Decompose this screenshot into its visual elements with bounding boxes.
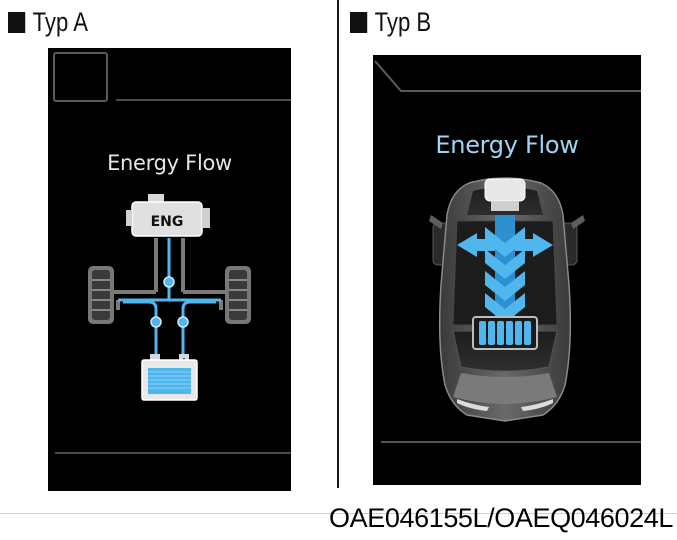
screen-a-graphics: ENG − + [53, 52, 291, 454]
screen-b-title: Energy Flow [435, 131, 579, 159]
engine-icon: ENG [126, 194, 210, 237]
typ-a-label-text: Typ A [32, 6, 88, 37]
top-left-box [53, 52, 108, 102]
battery-icon [472, 316, 538, 350]
square-bullet-icon [8, 11, 26, 33]
engine-label: ENG [151, 214, 184, 230]
screen-a-title: Energy Flow [107, 151, 232, 175]
energy-flow-screen-b: Energy Flow [373, 55, 641, 485]
wheel-icon [225, 266, 251, 324]
bottom-divider [0, 513, 677, 514]
typ-a-label: Typ A [8, 6, 88, 38]
energy-flow-screen-a: ENG − + Energy Flow [48, 48, 291, 491]
typ-b-label-text: Typ B [374, 6, 432, 37]
wheel-icon [88, 266, 114, 324]
image-caption: OAE046155L/OAEQ046024L [329, 503, 673, 533]
typ-b-label: Typ B [350, 6, 431, 38]
battery-icon: − + [141, 354, 198, 401]
vertical-divider [337, 0, 339, 488]
screen-b-graphics [374, 60, 641, 443]
energy-flow-lines [118, 238, 221, 354]
square-bullet-icon [350, 11, 368, 33]
junction-dots [150, 276, 189, 328]
top-frame-line [374, 60, 641, 92]
